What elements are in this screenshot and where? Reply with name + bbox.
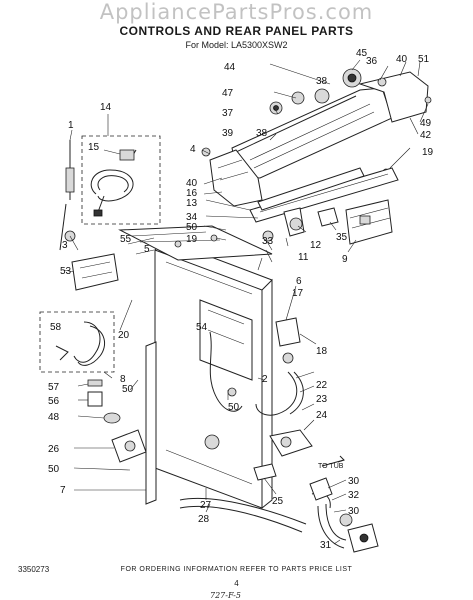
callout-51: 51 — [418, 54, 430, 65]
callout-26: 26 — [48, 444, 60, 455]
callout-38-a: 38 — [316, 76, 328, 87]
callout-4: 4 — [190, 144, 196, 155]
callout-48: 48 — [48, 412, 60, 423]
callout-55: 55 — [120, 234, 132, 245]
control-bracket — [249, 167, 399, 242]
model-label: For Model: LA5300XSW2 — [185, 40, 288, 50]
callout-13: 13 — [186, 198, 198, 209]
drain-outlet — [309, 455, 379, 553]
diagram-title: CONTROLS AND REAR PANEL PARTS — [119, 24, 354, 38]
callout-3: 3 — [62, 240, 68, 251]
callout-32: 32 — [348, 490, 360, 501]
callout-40-b: 40 — [396, 54, 408, 65]
callout-33: 33 — [262, 236, 274, 247]
callout-18: 18 — [316, 346, 328, 357]
callout-2: 2 — [262, 374, 268, 385]
power-cord-kit — [81, 135, 161, 225]
callout-56: 56 — [48, 396, 60, 407]
callout-24: 24 — [316, 410, 328, 421]
callout-31: 31 — [320, 540, 332, 551]
drain-hose-kit — [39, 311, 115, 373]
callout-35: 35 — [336, 232, 348, 243]
callout-5: 5 — [144, 244, 150, 255]
callout-14: 14 — [100, 102, 112, 113]
callout-53: 53 — [60, 266, 72, 277]
callout-47: 47 — [222, 88, 234, 99]
callout-15: 15 — [88, 142, 100, 153]
callout-19-b: 19 — [186, 234, 198, 245]
callout-58: 58 — [50, 322, 62, 333]
callout-49: 49 — [420, 118, 432, 129]
callout-54: 54 — [196, 322, 208, 333]
callout-19-a: 19 — [422, 147, 434, 158]
callout-30-b: 30 — [348, 506, 360, 517]
callout-50-a: 50 — [186, 222, 198, 233]
callout-11: 11 — [298, 252, 309, 263]
callout-42: 42 — [420, 130, 432, 141]
callout-8: 8 — [120, 374, 126, 385]
callout-57: 57 — [48, 382, 60, 393]
callout-50-c: 50 — [228, 402, 240, 413]
callout-7: 7 — [60, 485, 66, 496]
callout-25: 25 — [272, 496, 284, 507]
callout-39: 39 — [222, 128, 234, 139]
callout-6: 6 — [296, 276, 302, 287]
callout-30-a: 30 — [348, 476, 360, 487]
watermark: AppliancePartsPros.com — [99, 0, 374, 24]
callout-50-b: 50 — [122, 384, 134, 395]
callout-50-d: 50 — [48, 464, 60, 475]
ordering-note: FOR ORDERING INFORMATION REFER TO PARTS … — [120, 566, 353, 573]
control-console — [201, 68, 432, 207]
callout-20: 20 — [118, 330, 130, 341]
side-rail — [145, 341, 157, 505]
pump-and-hoses — [179, 317, 313, 533]
callout-12: 12 — [310, 240, 322, 251]
callout-34: 34 — [186, 212, 198, 223]
callout-16: 16 — [186, 188, 198, 199]
callout-labels: 1 2 3 4 5 6 7 8 9 11 12 13 14 15 16 17 1… — [48, 48, 434, 551]
access-plate — [71, 253, 119, 291]
callout-45: 45 — [356, 48, 368, 59]
callout-36: 36 — [366, 56, 378, 67]
leader-lines — [63, 59, 429, 545]
callout-38-b: 38 — [256, 128, 268, 139]
callout-9: 9 — [342, 254, 348, 265]
flow-label-to-tub: TO TUB — [318, 463, 344, 470]
lower-left-valve — [87, 379, 147, 463]
callout-22: 22 — [316, 380, 328, 391]
callout-44: 44 — [224, 62, 236, 73]
callout-37: 37 — [222, 108, 234, 119]
callout-40-a: 40 — [186, 178, 198, 189]
timer — [345, 199, 393, 245]
rear-panel — [154, 239, 273, 509]
page-number: 4 — [234, 579, 239, 588]
callout-28: 28 — [198, 514, 210, 525]
callout-23: 23 — [316, 394, 328, 405]
handwritten-mark: 727-F-5 — [210, 591, 241, 600]
document-number: 3350273 — [18, 565, 50, 574]
callout-1: 1 — [68, 120, 74, 131]
lid-switch-parts — [59, 140, 76, 251]
top-bracket-plate — [118, 225, 273, 261]
callout-27: 27 — [200, 500, 212, 511]
callout-17: 17 — [292, 288, 304, 299]
